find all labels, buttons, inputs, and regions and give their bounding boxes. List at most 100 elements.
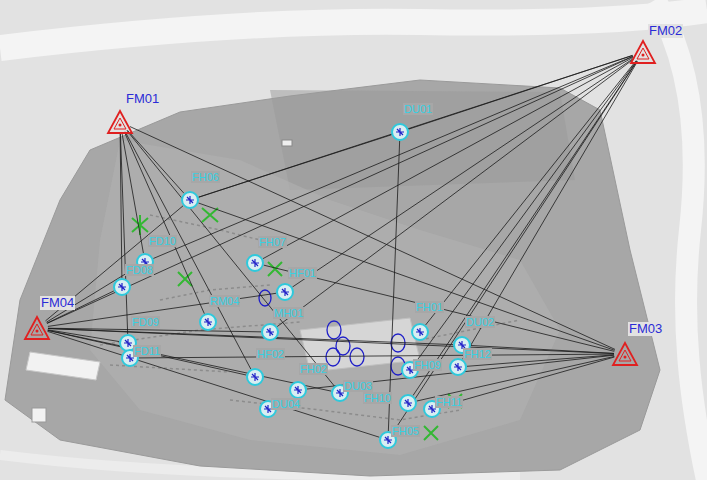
control-point: FM01 <box>107 110 133 134</box>
inner-area <box>90 140 560 455</box>
triangle-outline <box>25 317 49 339</box>
target-symbol <box>113 278 131 296</box>
point-name: FM03 <box>628 322 663 336</box>
target-symbol <box>276 283 294 301</box>
target-symbol <box>391 123 409 141</box>
target-ring <box>114 279 130 295</box>
target-cross <box>266 328 274 336</box>
sight-line <box>388 141 399 431</box>
road <box>0 10 707 48</box>
triangle-symbol <box>107 110 133 134</box>
sight-line <box>413 61 637 395</box>
target-name: RM04 <box>209 295 240 307</box>
target-name: FD10 <box>148 235 177 247</box>
sight-line <box>415 61 636 363</box>
target-name: FH01 <box>415 301 444 313</box>
triangle-symbol <box>630 40 656 64</box>
target-cross <box>251 259 259 267</box>
target-symbol <box>199 313 217 331</box>
target-cross <box>281 288 289 296</box>
survey-target: FH06 <box>181 191 199 209</box>
survey-target: FH11 <box>423 400 441 418</box>
target-name: FH11 <box>435 396 463 408</box>
target-ring <box>290 382 306 398</box>
triangle-symbol <box>24 316 50 340</box>
target-cross <box>396 128 404 136</box>
target-name: DU04 <box>271 398 301 410</box>
survey-target: DU04 <box>259 400 277 418</box>
target-name: FH10 <box>363 392 392 404</box>
survey-target: RM04 <box>199 313 217 331</box>
triangle-symbol <box>612 342 638 366</box>
target-ring <box>392 124 408 140</box>
target-cross <box>454 363 462 371</box>
control-point: FM03 <box>612 342 638 366</box>
sight-line <box>120 133 127 334</box>
target-symbol <box>181 191 199 209</box>
target-cross <box>416 328 424 336</box>
sight-line <box>463 61 638 359</box>
triangle-inner <box>619 350 631 361</box>
triangle-outline <box>108 111 132 133</box>
sight-line <box>47 57 633 324</box>
sight-line <box>139 354 614 358</box>
sight-line <box>199 135 392 197</box>
point-name: FM04 <box>40 296 75 310</box>
road <box>655 0 707 480</box>
tunnel-markers <box>259 290 405 375</box>
sight-line <box>393 61 637 432</box>
target-name: FH09 <box>413 359 442 371</box>
target-ring <box>450 359 466 375</box>
survey-target: FD11 <box>121 349 139 367</box>
target-name: FH06 <box>191 171 220 183</box>
survey-target: DU01 <box>391 123 409 141</box>
target-name: FH05 <box>391 425 420 437</box>
target-cross <box>384 436 392 444</box>
target-name: MH01 <box>273 307 304 319</box>
survey-target: FH01 <box>411 323 429 341</box>
target-cross <box>186 196 194 204</box>
target-cross <box>118 283 126 291</box>
small-structure <box>282 140 292 146</box>
target-cross <box>294 386 302 394</box>
triangle-inner <box>31 324 43 335</box>
target-name: FH02 <box>299 363 328 375</box>
sight-line <box>124 132 204 314</box>
triangle-inner <box>114 118 126 129</box>
survey-target: FH02 <box>289 381 307 399</box>
target-symbol <box>246 254 264 272</box>
target-symbol <box>411 323 429 341</box>
target-symbol <box>246 368 264 386</box>
target-ring <box>277 284 293 300</box>
point-name: FM02 <box>648 24 683 38</box>
survey-target: FD08 <box>113 278 131 296</box>
target-ring <box>247 369 263 385</box>
target-name: HF02 <box>256 348 285 360</box>
sight-line <box>48 330 246 375</box>
target-name: DU01 <box>403 103 433 115</box>
building-area <box>270 90 575 190</box>
green-marks <box>132 208 462 440</box>
sight-line <box>264 265 615 351</box>
survey-target: HF01 <box>276 283 294 301</box>
sight-line <box>48 330 331 391</box>
target-name: FD09 <box>131 316 160 328</box>
target-cross <box>251 373 259 381</box>
target-cross <box>124 339 132 347</box>
target-name: HF01 <box>288 267 317 279</box>
control-point: FM04 <box>24 316 50 340</box>
target-symbol <box>289 381 307 399</box>
triangle-dot <box>624 356 627 359</box>
sight-line <box>198 203 614 350</box>
triangle-dot <box>642 54 645 57</box>
sight-line <box>125 132 251 369</box>
target-ring <box>400 395 416 411</box>
target-ring <box>412 324 428 340</box>
point-name: FM01 <box>125 92 160 106</box>
survey-target: DU03 <box>331 384 349 402</box>
sight-line <box>292 58 633 287</box>
target-ring <box>200 314 216 330</box>
